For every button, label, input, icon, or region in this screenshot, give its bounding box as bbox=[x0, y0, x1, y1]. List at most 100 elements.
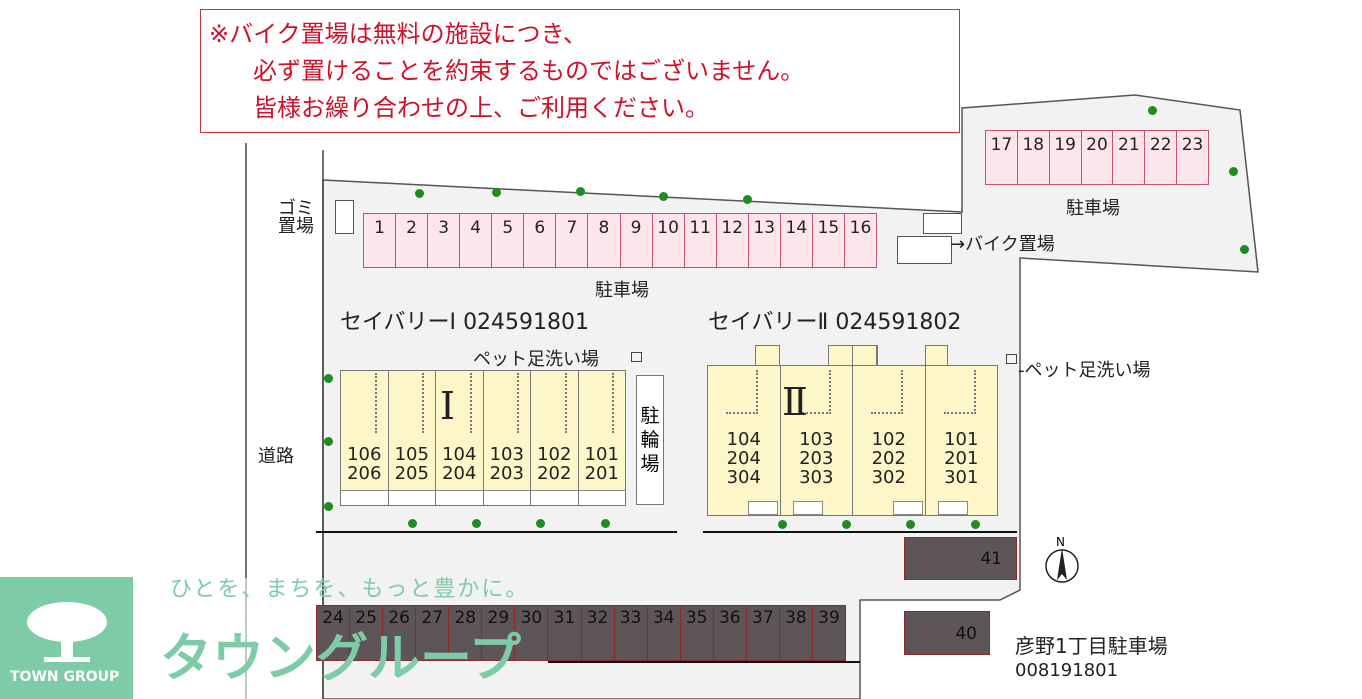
room-number: 101 bbox=[944, 429, 979, 450]
bike-parking-text: バイク置場 bbox=[965, 234, 1055, 255]
parking-space: 19 bbox=[1048, 130, 1082, 185]
logo-en: TOWN GROUP bbox=[10, 669, 120, 685]
parking-space: 12 bbox=[715, 213, 749, 268]
tree-icon bbox=[1148, 106, 1157, 115]
stair-outline bbox=[612, 373, 614, 433]
unit-balcony bbox=[388, 490, 435, 505]
stair-outline bbox=[798, 370, 831, 414]
tree-icon bbox=[743, 195, 752, 204]
room-number: 103 bbox=[489, 444, 524, 465]
building-name: セイバリーⅡ bbox=[708, 310, 829, 335]
parking-space: 11 bbox=[683, 213, 717, 268]
parking-space: 29 bbox=[481, 605, 516, 661]
room-number: 106 bbox=[347, 444, 382, 465]
room-number: 203 bbox=[489, 463, 524, 484]
garbage-label: ゴミ置場 bbox=[278, 198, 314, 237]
parking-space: 33 bbox=[613, 605, 648, 661]
parking-space: 16 bbox=[843, 213, 877, 268]
parking-space: 24 bbox=[316, 605, 351, 661]
parking-space: 32 bbox=[580, 605, 615, 661]
parking-space: 5 bbox=[491, 213, 525, 268]
stair-outline bbox=[564, 373, 567, 433]
room-number: 204 bbox=[442, 463, 477, 484]
notice-box: ※バイク置場は無料の施設につき、 必ず置けることを約束するものではございません。… bbox=[200, 9, 960, 133]
building-2-title: セイバリーⅡ 024591802 bbox=[708, 304, 961, 336]
north-arrow-icon: N N bbox=[1042, 532, 1082, 586]
pet-wash-label: ペット足洗い場 bbox=[473, 349, 599, 370]
stair-outline bbox=[374, 373, 377, 433]
pet-wash-icon bbox=[1006, 354, 1017, 364]
lot-name: 彦野1丁目駐車場 bbox=[1015, 634, 1168, 658]
room-number: 201 bbox=[584, 463, 619, 484]
room-number: 304 bbox=[726, 467, 761, 488]
parking-space: 37 bbox=[745, 605, 780, 661]
room-number: 101 bbox=[584, 444, 619, 465]
logo-badge: TOWN GROUP bbox=[0, 577, 133, 699]
unit-balcony bbox=[483, 490, 530, 505]
stair-outline bbox=[726, 370, 758, 414]
room-number: 204 bbox=[726, 448, 761, 469]
parking-space: 14 bbox=[779, 213, 813, 268]
tree-icon bbox=[324, 502, 333, 511]
tree-icon bbox=[906, 520, 915, 529]
bicycle-label: 駐輪場 bbox=[640, 405, 660, 475]
parking-space: 8 bbox=[587, 213, 621, 268]
stair-outline bbox=[943, 370, 976, 414]
room-number: 202 bbox=[537, 463, 572, 484]
bike-area bbox=[923, 213, 962, 234]
room-number: 202 bbox=[871, 448, 906, 469]
room-number: 104 bbox=[726, 429, 761, 450]
parking-space: 31 bbox=[547, 605, 582, 661]
tree-icon bbox=[1229, 167, 1238, 176]
room-number: 104 bbox=[442, 444, 477, 465]
building-2-mark: Ⅱ bbox=[782, 380, 808, 424]
tree-icon bbox=[659, 192, 668, 201]
svg-text:N: N bbox=[1056, 535, 1065, 549]
notice-line: 必ず置けることを約束するものではございません。 bbox=[253, 57, 805, 85]
parking-space-41: 41 bbox=[904, 537, 1017, 580]
logo-tagline: ひとを、まちを、もっと豊かに。 bbox=[170, 577, 530, 602]
parking-space: 9 bbox=[619, 213, 653, 268]
parking-space: 21 bbox=[1112, 130, 1146, 185]
stair-outline bbox=[469, 373, 472, 433]
parking-space: 39 bbox=[811, 605, 846, 661]
parking-space: 10 bbox=[651, 213, 685, 268]
parking-space: 36 bbox=[712, 605, 747, 661]
tree-icon bbox=[778, 520, 787, 529]
logo-name: タウングループ bbox=[160, 629, 521, 689]
bike-parking-label: →バイク置場 bbox=[950, 234, 1055, 255]
room-number: 203 bbox=[799, 448, 834, 469]
room-number: 206 bbox=[347, 463, 382, 484]
parking-space: 27 bbox=[415, 605, 450, 661]
tree-icon bbox=[415, 189, 424, 198]
parking-space: 38 bbox=[778, 605, 813, 661]
parking-space: 35 bbox=[679, 605, 714, 661]
pet-wash-icon bbox=[631, 352, 642, 362]
tree-icon bbox=[324, 374, 333, 383]
room-number: 301 bbox=[944, 467, 979, 488]
parking-space: 34 bbox=[646, 605, 681, 661]
tree-icon bbox=[576, 187, 585, 196]
parking-space: 2 bbox=[395, 213, 429, 268]
parking-space: 6 bbox=[523, 213, 557, 268]
lot-code: 008191801 bbox=[1015, 660, 1119, 681]
parking-space: 28 bbox=[448, 605, 483, 661]
parking-space: 18 bbox=[1016, 130, 1050, 185]
parking-space: 23 bbox=[1176, 130, 1209, 185]
road-label: 道路 bbox=[258, 446, 294, 467]
room-number: 205 bbox=[394, 463, 429, 484]
building-1-title: セイバリーⅠ 024591801 bbox=[340, 304, 589, 336]
stair-outline bbox=[422, 373, 424, 433]
unit-entrance bbox=[792, 501, 823, 515]
parking-space-40: 40 bbox=[904, 611, 990, 655]
